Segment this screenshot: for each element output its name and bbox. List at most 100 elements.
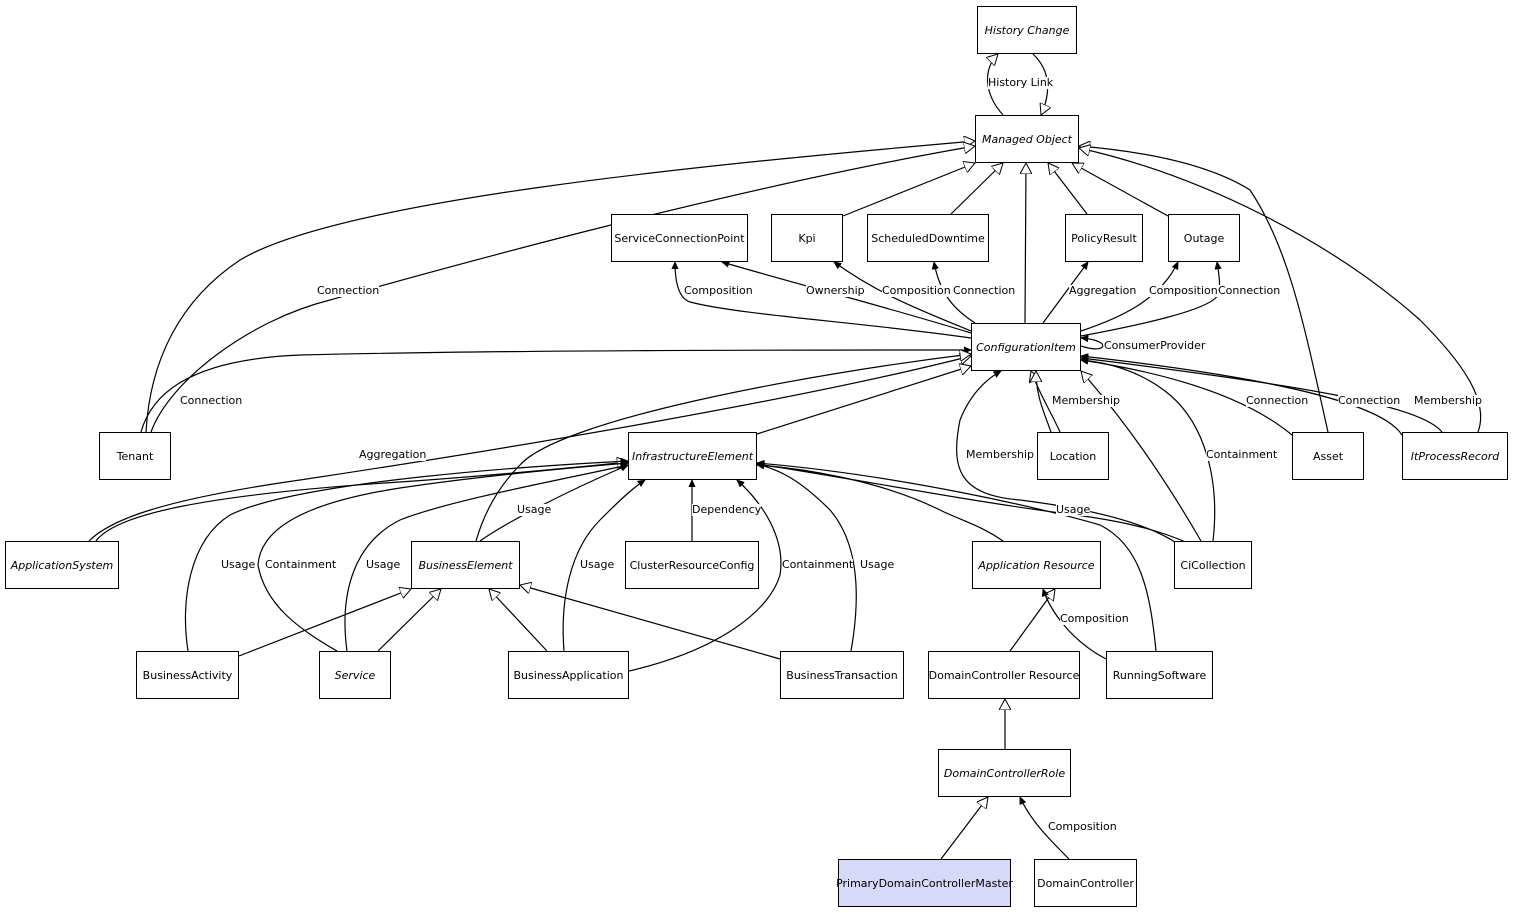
- node-running-software[interactable]: RunningSoftware: [1106, 651, 1213, 699]
- node-business-element[interactable]: BusinessElement: [411, 541, 520, 589]
- edge-label: Connection: [180, 394, 243, 407]
- node-primary-domain-controller-master[interactable]: PrimaryDomainControllerMaster: [836, 859, 1013, 907]
- node-outage[interactable]: Outage: [1168, 214, 1240, 262]
- node-business-transaction[interactable]: BusinessTransaction: [780, 651, 904, 699]
- edge-label: Composition: [882, 284, 951, 297]
- edge-label: Usage: [860, 558, 895, 571]
- generalization-edge: [88, 356, 971, 542]
- node-service[interactable]: Service: [319, 651, 391, 699]
- node-application-system[interactable]: ApplicationSystem: [5, 541, 119, 589]
- association-edge: [562, 480, 645, 652]
- association-edge: [1080, 262, 1220, 337]
- node-history-change[interactable]: History Change: [977, 6, 1077, 54]
- association-edge: [1081, 358, 1443, 433]
- edge-label: Usage: [580, 558, 615, 571]
- edge-label: Connection: [1218, 284, 1281, 297]
- edge-label: Composition: [1048, 820, 1117, 833]
- edge-label: ConsumerProvider: [1104, 339, 1206, 352]
- association-edge: [1019, 797, 1070, 860]
- association-edge: [834, 262, 972, 332]
- edge-label: Containment: [1206, 448, 1278, 461]
- generalization-edge: [489, 589, 548, 652]
- generalization-edge: [1048, 163, 1088, 215]
- generalization-edge: [145, 141, 975, 433]
- generalization-edge: [940, 797, 988, 860]
- generalization-edge: [842, 163, 975, 217]
- edge-label: Composition: [1149, 284, 1218, 297]
- generalization-edge: [1079, 146, 1329, 433]
- node-tenant[interactable]: Tenant: [99, 432, 171, 480]
- association-edge: [757, 463, 1157, 652]
- edge-label: Connection: [317, 284, 380, 297]
- generalization-edge: [1036, 371, 1052, 433]
- association-edge: [675, 262, 972, 339]
- association-edge: [757, 465, 1004, 542]
- edge-label: Usage: [1056, 503, 1091, 516]
- edge-label: Connection: [953, 284, 1016, 297]
- generalization-edge: [520, 585, 781, 660]
- node-cluster-resource-config[interactable]: ClusterResourceConfig: [625, 541, 759, 589]
- generalization-edge: [377, 589, 441, 652]
- association-edge: [757, 464, 857, 652]
- node-scheduled-downtime[interactable]: ScheduledDowntime: [867, 214, 989, 262]
- node-it-process-record[interactable]: ItProcessRecord: [1402, 432, 1508, 480]
- association-edge: [722, 262, 972, 334]
- association-edge: [1080, 262, 1179, 332]
- association-edge: [140, 350, 971, 433]
- node-ci-collection[interactable]: CiCollection: [1174, 541, 1252, 589]
- edge-label: Aggregation: [1069, 284, 1137, 297]
- node-domain-controller[interactable]: DomainController: [1034, 859, 1137, 907]
- edge-label: Composition: [1060, 612, 1129, 625]
- association-edge: [1081, 360, 1293, 436]
- association-edge: [1042, 262, 1088, 324]
- association-edge: [934, 262, 976, 324]
- generalization-edge: [1081, 371, 1202, 542]
- association-edge: [344, 465, 628, 652]
- edge-label: Ownership: [806, 284, 865, 297]
- node-configuration-item[interactable]: ConfigurationItem: [971, 323, 1081, 371]
- generalization-edge: [1079, 148, 1482, 433]
- edge-label: Composition: [684, 284, 753, 297]
- edge-label: Membership: [1414, 394, 1482, 407]
- node-kpi[interactable]: Kpi: [771, 214, 843, 262]
- node-application-resource[interactable]: Application Resource: [972, 541, 1101, 589]
- edge-label: Usage: [221, 558, 256, 571]
- association-edge: [257, 463, 628, 652]
- edge-label: Dependency: [692, 503, 762, 516]
- generalization-edge: [1025, 163, 1026, 324]
- generalization-edge: [988, 54, 1004, 116]
- association-edge: [1081, 338, 1104, 350]
- edge-label: Containment: [265, 558, 337, 571]
- node-domain-controller-resource[interactable]: DomainController Resource: [928, 651, 1080, 699]
- edge-label: Membership: [966, 448, 1034, 461]
- node-asset[interactable]: Asset: [1292, 432, 1364, 480]
- node-managed-object[interactable]: Managed Object: [975, 115, 1079, 163]
- edge-label: Containment: [782, 558, 854, 571]
- generalization-edge: [1072, 162, 1169, 217]
- edge-label: Connection: [1246, 394, 1309, 407]
- node-infrastructure-element[interactable]: InfrastructureElement: [628, 432, 757, 480]
- association-edge: [184, 461, 628, 652]
- generalization-edge: [1009, 589, 1055, 652]
- generalization-edge: [475, 354, 971, 542]
- association-edge: [479, 464, 628, 542]
- edge-label: Usage: [366, 558, 401, 571]
- edge-label: History Link: [988, 76, 1054, 89]
- generalization-edge: [238, 589, 411, 657]
- node-policy-result[interactable]: PolicyResult: [1065, 214, 1143, 262]
- edge-label: Membership: [1052, 394, 1120, 407]
- edge-label: Connection: [1338, 394, 1401, 407]
- association-edge: [628, 480, 782, 672]
- association-edge: [956, 370, 1179, 545]
- edge-label: Usage: [517, 503, 552, 516]
- edge-label: Aggregation: [359, 448, 427, 461]
- node-business-application[interactable]: BusinessApplication: [508, 651, 629, 699]
- association-edge: [757, 464, 1191, 545]
- node-location[interactable]: Location: [1037, 432, 1109, 480]
- association-edge: [1081, 356, 1403, 436]
- node-business-activity[interactable]: BusinessActivity: [136, 651, 239, 699]
- node-domain-controller-role[interactable]: DomainControllerRole: [938, 749, 1071, 797]
- node-service-connection-point[interactable]: ServiceConnectionPoint: [611, 214, 748, 262]
- generalization-edge: [150, 146, 975, 433]
